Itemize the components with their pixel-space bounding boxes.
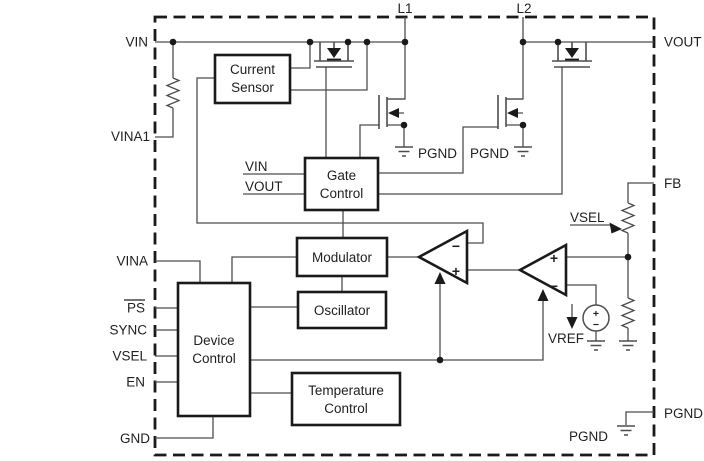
- resistor-vina1: [165, 77, 181, 109]
- wire-fb-pin: [627, 182, 654, 203]
- ramp-arrow-2-icon: [537, 289, 549, 301]
- junction-dot: [519, 38, 527, 46]
- nmos2-body-arrow-icon: [507, 108, 518, 118]
- pwm-comparator-plus-sign: +: [452, 263, 460, 279]
- nmos1-body-arrow-icon: [388, 108, 399, 118]
- gate-control-label-1: Gate: [327, 168, 356, 183]
- device-control-label-2: Control: [192, 351, 236, 366]
- wire-l2-node: [506, 17, 524, 100]
- pmos1-body: [314, 42, 354, 68]
- device-control-block: [176, 281, 252, 418]
- label-gate-vin: VIN: [245, 159, 268, 174]
- pin-label-en: EN: [126, 375, 145, 390]
- pwm-comparator-triangle: [416, 228, 469, 286]
- error-amp-minus-sign: −: [550, 278, 558, 294]
- label-pgnd-n1: PGND: [418, 146, 457, 161]
- vsel-arrow-icon: [609, 222, 622, 234]
- current-sensor-label-2: Sensor: [231, 80, 274, 95]
- junction-dot: [306, 38, 314, 46]
- gate-control-label-2: Control: [320, 186, 364, 201]
- wire-device-control-ramp: [250, 300, 544, 361]
- junction-dot: [363, 38, 371, 46]
- pmos1-body-diode-icon: [327, 48, 341, 58]
- resistor-fb-top: [620, 202, 636, 234]
- fb-divider-ground-icon: [619, 340, 637, 351]
- junction-dot: [401, 38, 409, 46]
- pin-label-vina: VINA: [116, 254, 148, 269]
- current-sensor-block: [213, 53, 292, 105]
- wire-vina1-pin: [155, 108, 174, 138]
- gate-control-block: [303, 156, 380, 212]
- pin-label-vsel: VSEL: [112, 349, 147, 364]
- wire-pmos2-gate: [378, 67, 563, 195]
- pgnd-pin-ground-icon: [617, 425, 635, 436]
- label-vsel-tap: VSEL: [570, 210, 605, 225]
- wire-pgnd-pin: [625, 411, 654, 425]
- pin-label-vina1: VINA1: [111, 129, 150, 144]
- vref-source-icon: [582, 304, 610, 332]
- vref-plus-sign: +: [593, 308, 599, 320]
- wire-current-sensor-tap2: [290, 42, 368, 91]
- nmos2-switch: [497, 95, 524, 147]
- pmos1-switch: [314, 42, 354, 68]
- pmos2-body-diode-icon: [565, 48, 579, 58]
- oscillator-block: [296, 290, 388, 330]
- wire-vina-pin: [155, 260, 201, 283]
- wire-gnd-pin: [155, 416, 214, 439]
- wire-current-sensor-tap1: [290, 42, 311, 69]
- temperature-control-label-2: Control: [324, 401, 368, 416]
- junction-dot: [554, 38, 562, 46]
- junction-dot: [624, 253, 632, 261]
- junction-dot: [519, 121, 527, 129]
- wire-nmos1-gate: [359, 124, 379, 158]
- pgnd2-ground-icon: [514, 146, 532, 157]
- device-control-label-1: Device: [193, 333, 234, 348]
- pin-label-pgnd: PGND: [664, 406, 703, 421]
- pin-label-l1: L1: [397, 1, 412, 16]
- pin-label-l2: L2: [516, 1, 531, 16]
- wire-nmos2-gate: [378, 126, 498, 174]
- vref-arrow-icon: [566, 317, 578, 329]
- label-vref: VREF: [548, 331, 584, 346]
- error-amp-triangle: [517, 242, 568, 298]
- wire-l1-node: [387, 17, 406, 100]
- nmos1-gate-channel: [378, 95, 388, 129]
- pgnd1-ground-icon: [395, 146, 413, 157]
- pin-label-gnd: GND: [120, 431, 150, 446]
- pmos2-body: [552, 42, 592, 68]
- modulator-label: Modulator: [312, 250, 373, 265]
- wire-current-sense-to-comparator: [196, 77, 484, 244]
- pwm-comparator-minus-sign: −: [452, 238, 460, 254]
- pin-label-sync: SYNC: [109, 323, 147, 338]
- temperature-control-block: [290, 371, 402, 427]
- junction-dot: [400, 121, 408, 129]
- vref-minus-sign: −: [593, 319, 599, 331]
- pin-label-ps: PS: [127, 301, 145, 316]
- wire-device-control-to-modulator: [231, 256, 297, 283]
- nmos2-gate-channel: [497, 95, 507, 129]
- nmos1-switch: [378, 95, 405, 147]
- current-sensor-label-1: Current: [230, 62, 275, 77]
- wire-error-amp-minus-to-vref: [566, 284, 597, 305]
- pin-label-vout: VOUT: [664, 35, 702, 50]
- error-amp-plus-sign: +: [550, 250, 558, 266]
- junction-dot: [436, 356, 444, 364]
- resistor-fb-bottom: [620, 297, 636, 329]
- label-pgnd-bottom: PGND: [569, 429, 608, 444]
- pin-label-vin: VIN: [125, 35, 148, 50]
- label-gate-vout: VOUT: [245, 179, 283, 194]
- vref-ground-icon: [587, 340, 605, 351]
- oscillator-label: Oscillator: [314, 303, 371, 318]
- junction-dot: [344, 38, 352, 46]
- temperature-control-label-1: Temperature: [308, 383, 384, 398]
- junction-dot: [169, 38, 177, 46]
- ramp-arrow-1-icon: [434, 272, 446, 284]
- pmos2-switch: [552, 42, 592, 68]
- label-pgnd-n2: PGND: [470, 146, 509, 161]
- pin-label-fb: FB: [664, 176, 681, 191]
- modulator-block: [295, 236, 389, 278]
